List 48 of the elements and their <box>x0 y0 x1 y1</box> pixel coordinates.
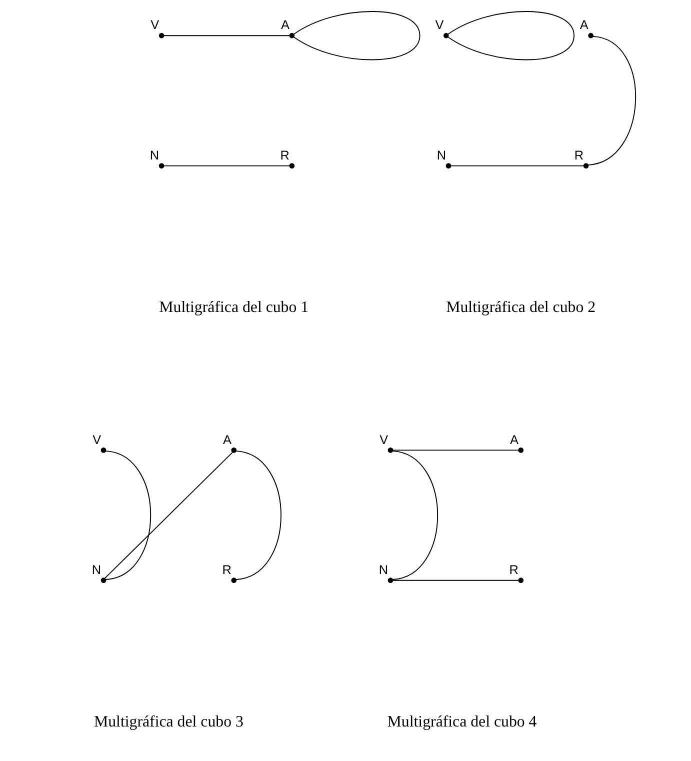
node-label: A <box>509 432 518 447</box>
node-circle <box>288 163 294 168</box>
node-circle <box>288 32 294 38</box>
connector <box>104 452 232 579</box>
node-label: R <box>222 562 231 577</box>
node-circle <box>158 32 164 38</box>
node-circle <box>518 448 524 453</box>
connector <box>447 11 574 60</box>
connector <box>104 450 151 580</box>
label: Multigráfica del cubo 2 <box>446 298 596 316</box>
connector <box>235 450 281 580</box>
node-label: R <box>574 147 584 162</box>
node-circle <box>445 163 451 168</box>
label: Multigráfica del cubo 1 <box>158 298 308 316</box>
connector <box>162 35 290 36</box>
node-label: A <box>579 17 588 32</box>
node-circle <box>442 32 448 38</box>
node-label: N <box>378 562 388 577</box>
node-label: A <box>222 432 231 447</box>
node-circle <box>158 163 164 168</box>
connector <box>587 36 636 166</box>
node-circle <box>230 578 236 584</box>
connector <box>162 165 290 166</box>
node-label: V <box>92 432 101 447</box>
label: Multigráfica del cubo 4 <box>386 714 536 731</box>
node-label: N <box>436 147 446 162</box>
node-label: R <box>508 562 518 577</box>
connector <box>392 450 438 580</box>
node-label: N <box>91 562 101 577</box>
node-label: V <box>150 17 159 32</box>
node-circle <box>518 578 524 584</box>
node-circle <box>100 578 106 584</box>
node-circle <box>230 448 236 453</box>
node-circle <box>582 163 588 168</box>
connector <box>392 580 518 581</box>
label: Multigráfica del cubo 3 <box>93 714 243 731</box>
connector <box>292 11 420 60</box>
node-label: V <box>379 432 388 447</box>
node-label: A <box>280 17 289 32</box>
node-circle <box>387 578 393 584</box>
node-circle <box>588 32 593 38</box>
connector <box>450 165 584 166</box>
node-circle <box>100 448 106 453</box>
connector <box>392 450 518 451</box>
node-circle <box>387 448 393 453</box>
node-label: R <box>280 147 289 162</box>
node-label: V <box>434 17 444 32</box>
node-label: N <box>149 147 159 162</box>
